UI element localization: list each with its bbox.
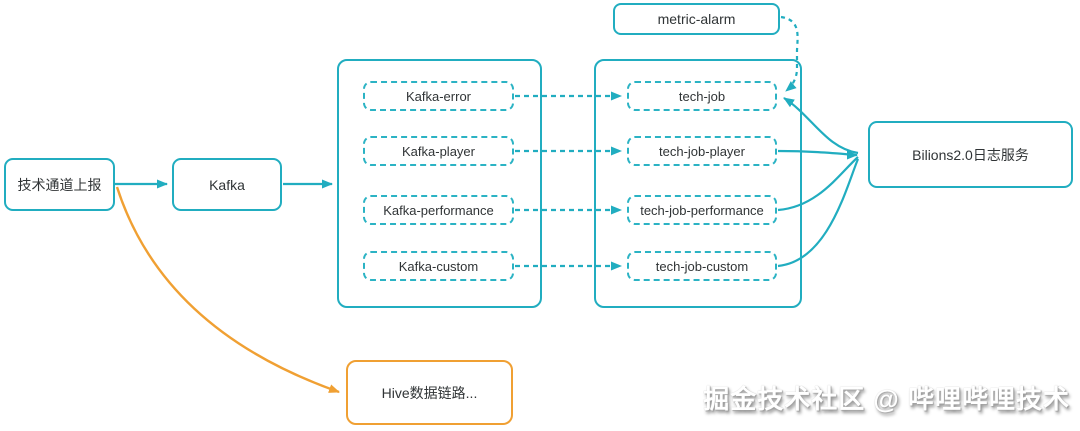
node-tech-job-performance[interactable]: tech-job-performance	[627, 195, 777, 225]
node-kafka-custom[interactable]: Kafka-custom	[363, 251, 514, 281]
node-tech-job[interactable]: tech-job	[627, 81, 777, 111]
node-report-label: 技术通道上报	[17, 176, 102, 193]
node-kafka-player-label: Kafka-player	[402, 143, 475, 159]
node-tech-job-performance-label: tech-job-performance	[640, 202, 764, 218]
node-tech-job-label: tech-job	[678, 88, 726, 104]
node-kafka-performance[interactable]: Kafka-performance	[363, 195, 514, 225]
node-hive-pipeline[interactable]: Hive数据链路...	[346, 360, 513, 425]
node-tech-job-player-label: tech-job-player	[659, 143, 745, 159]
node-kafka-label: Kafka	[209, 176, 245, 193]
node-report[interactable]: 技术通道上报	[4, 158, 115, 211]
node-hive-label: Hive数据链路...	[381, 384, 478, 401]
curve-report-to-hive	[115, 186, 340, 394]
node-tech-job-custom[interactable]: tech-job-custom	[627, 251, 777, 281]
node-tech-job-custom-label: tech-job-custom	[655, 258, 749, 274]
node-kafka-performance-label: Kafka-performance	[383, 202, 494, 218]
watermark-text: 掘金技术社区 @ 哔哩哔哩技术	[703, 384, 1070, 414]
node-tech-job-player[interactable]: tech-job-player	[627, 136, 777, 166]
kafka-topics-group	[337, 59, 542, 308]
node-kafka-error[interactable]: Kafka-error	[363, 81, 514, 111]
node-kafka-player[interactable]: Kafka-player	[363, 136, 514, 166]
node-kafka[interactable]: Kafka	[172, 158, 282, 211]
node-metric-alarm-label: metric-alarm	[657, 11, 736, 27]
node-metric-alarm[interactable]: metric-alarm	[613, 3, 780, 35]
node-kafka-error-label: Kafka-error	[405, 88, 472, 104]
node-kafka-custom-label: Kafka-custom	[398, 258, 479, 274]
node-bilions-log-service[interactable]: Bilions2.0日志服务	[868, 121, 1073, 188]
node-bilions-label: Bilions2.0日志服务	[912, 146, 1029, 163]
